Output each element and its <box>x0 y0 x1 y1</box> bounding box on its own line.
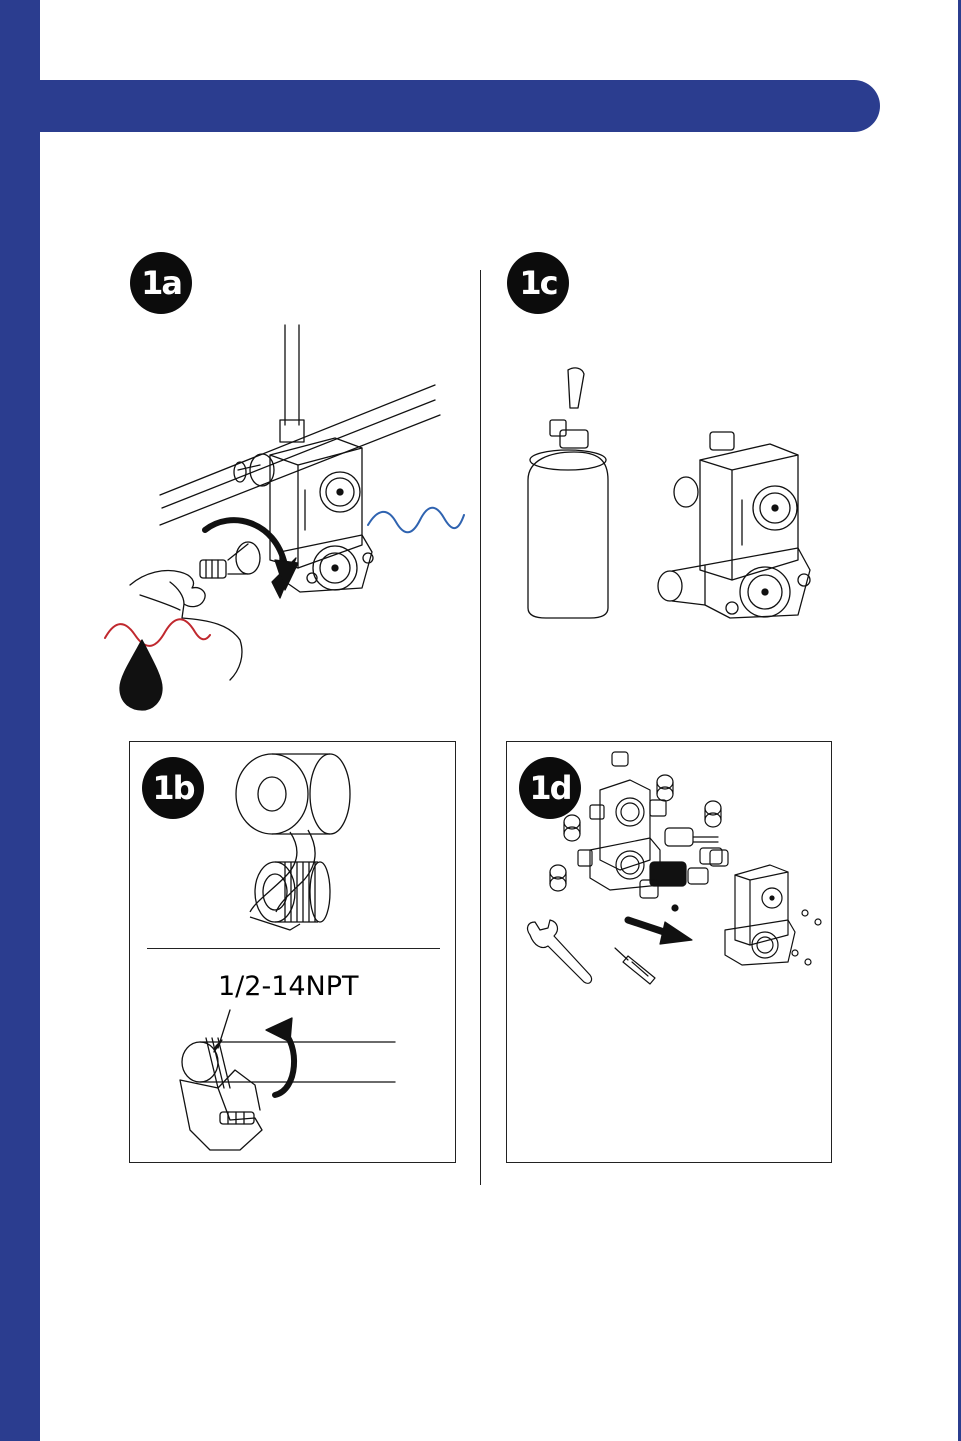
panel-1b-divider <box>147 948 440 949</box>
left-side-bar <box>0 0 40 1441</box>
column-divider <box>480 270 481 1185</box>
valve-install-illustration <box>100 320 480 710</box>
flux-and-valve-illustration <box>520 360 840 625</box>
step-badge-1a: 1a <box>130 252 192 314</box>
ptfe-tape-illustration <box>230 752 360 932</box>
wrench-tighten-illustration <box>170 1000 410 1160</box>
exploded-valve-illustration <box>520 750 830 990</box>
thread-spec-label: 1/2-14NPT <box>218 971 359 1002</box>
header-band <box>40 80 880 132</box>
step-badge-1c: 1c <box>507 252 569 314</box>
step-badge-1b: 1b <box>142 757 204 819</box>
water-drop-icon <box>120 640 162 710</box>
adjustable-wrench-icon <box>528 920 592 983</box>
